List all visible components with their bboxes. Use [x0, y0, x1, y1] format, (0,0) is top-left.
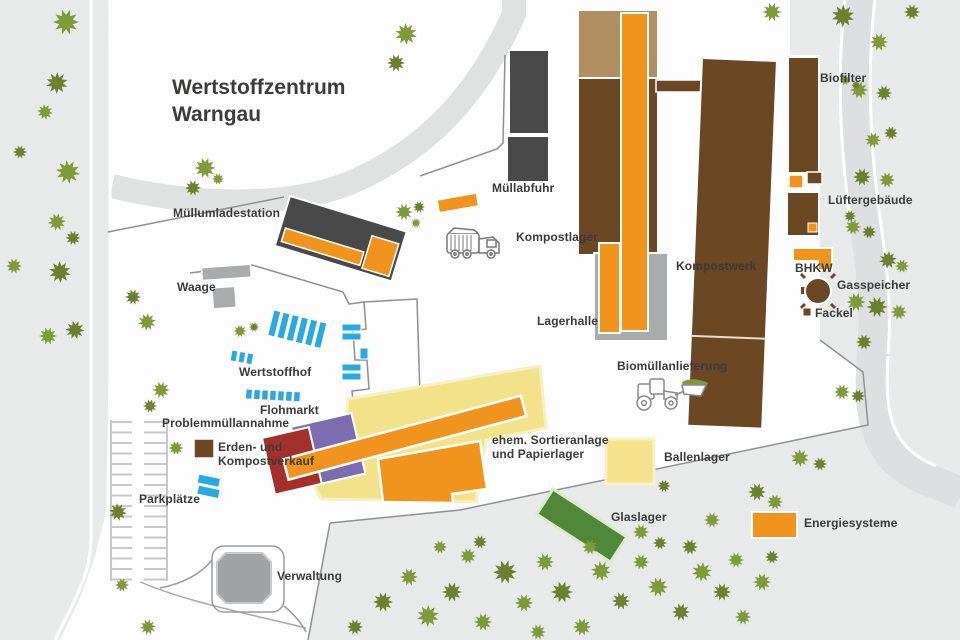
bhkw-building	[792, 247, 833, 271]
small-brown-unit	[806, 171, 823, 185]
garbage-truck-icon	[446, 227, 500, 259]
label-parkplaetze: Parkplätze	[139, 492, 201, 506]
map-title: Wertstoffzentrum Warngau	[172, 74, 345, 128]
parking-lot	[110, 420, 168, 582]
kompost-orange-stripe-long	[620, 12, 649, 332]
label-bhkw: BHKW	[795, 261, 833, 275]
label-erden-kompostverkauf: Erden- und Kompostverkauf	[218, 440, 314, 468]
wheel-loader-icon	[636, 378, 708, 411]
label-sortieranlage: ehem. Sortieranlage und Papierlager	[492, 433, 609, 461]
label-lagerhalle: Lagerhalle	[537, 314, 599, 328]
label-flohmarkt: Flohmarkt	[260, 403, 319, 417]
fackel-marker	[802, 307, 812, 317]
label-biomuellanlieferung: Biomüllanlieferung	[617, 359, 728, 373]
label-energiesysteme: Energiesysteme	[804, 516, 898, 530]
map-title-line2: Warngau	[172, 103, 262, 126]
label-erden-line2: Kompostverkauf	[218, 454, 315, 468]
site-area	[60, 0, 868, 640]
muellabfuhr-building	[506, 49, 550, 183]
biofilter-building	[787, 56, 820, 174]
label-muellabfuhr: Müllabfuhr	[492, 181, 555, 195]
label-verwaltung: Verwaltung	[277, 569, 343, 583]
sortieranlage-orange-hall	[376, 439, 489, 505]
label-waage: Waage	[177, 280, 216, 294]
label-sortieranlage-line2: und Papierlager	[492, 447, 585, 461]
kompostwerk-building	[686, 56, 778, 430]
legend-energiesysteme-swatch	[751, 511, 798, 539]
muellumladestation-building	[273, 194, 408, 283]
label-glaslager: Glaslager	[611, 510, 667, 524]
ballenlager-building	[604, 437, 656, 486]
gasspeicher-tank	[799, 272, 837, 310]
label-wertstoffhof: Wertstoffhof	[239, 365, 312, 379]
roads	[53, 0, 960, 640]
verwaltung-building	[216, 552, 272, 604]
map-title-line1: Wertstoffzentrum	[172, 76, 346, 99]
label-sortieranlage-line1: ehem. Sortieranlage	[492, 433, 609, 447]
label-muellumladestation: Müllumladestation	[173, 206, 281, 220]
sortieranlage-orange-bar	[281, 394, 528, 482]
label-ballenlager: Ballenlager	[664, 450, 730, 464]
label-kompostlager: Kompostlager	[516, 230, 598, 244]
label-problemmuellannahme: Problemmüllannahme	[162, 416, 290, 430]
blue-containers	[196, 309, 369, 500]
label-gasspeicher: Gasspeicher	[837, 278, 911, 292]
label-erden-line1: Erden- und	[218, 440, 283, 454]
erden-kompostverkauf-marker	[193, 438, 215, 459]
small-orange-unit	[788, 174, 804, 189]
label-biofilter: Biofilter	[820, 71, 867, 85]
label-lueftergebaeude: Lüftergebäude	[828, 193, 913, 207]
lueftergebaeude-building	[786, 191, 820, 237]
waage-building	[200, 263, 253, 310]
glaslager-building	[534, 486, 629, 565]
label-kompostwerk: Kompostwerk	[676, 259, 757, 273]
orange-container-bar	[436, 192, 480, 214]
label-fackel: Fackel	[815, 306, 853, 320]
kompost-orange-stripe-short	[598, 242, 621, 334]
